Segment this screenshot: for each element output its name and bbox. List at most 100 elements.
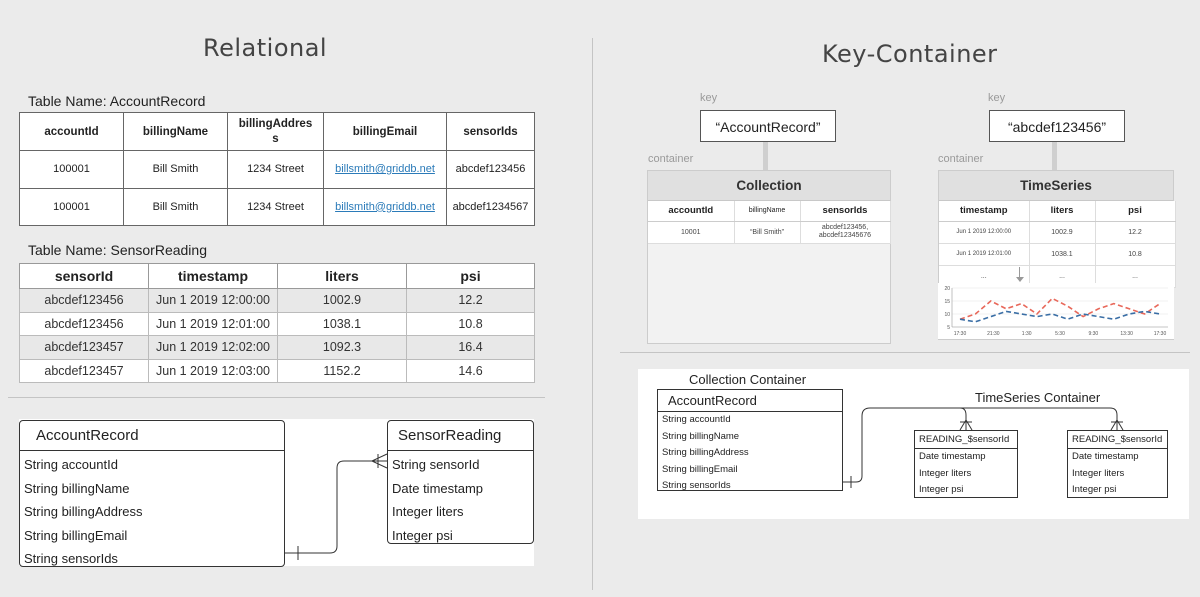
left-divider: [8, 397, 545, 398]
er-field: String accountId: [662, 414, 731, 425]
er-entity-title: AccountRecord: [20, 421, 284, 451]
er-field: String sensorId: [392, 457, 480, 472]
table-row: 10001 “Bill Smith” abcdef123456, abcdef1…: [648, 221, 891, 244]
timeseries-key-box: “abcdef123456”: [989, 110, 1125, 142]
container-label: container: [648, 153, 694, 165]
er-field: Date timestamp: [392, 480, 484, 496]
er-field: Integer liters: [392, 504, 464, 519]
table-row: 100001 Bill Smith 1234 Street billsmith@…: [19, 187, 535, 226]
table-cell: Bill Smith: [123, 150, 228, 189]
email-link[interactable]: billsmith@griddb.net: [335, 200, 435, 213]
table-header-row: accountId billingName sensorIds: [648, 201, 891, 222]
er-field: String billingName: [662, 430, 740, 442]
er-relationship-connector: [285, 453, 388, 560]
chart-x-tick-label: 1:30: [1022, 331, 1032, 337]
table-cell: billsmith@griddb.net: [323, 187, 447, 226]
table-cell: 10001: [648, 221, 735, 244]
column-header: sensorIds: [800, 201, 891, 222]
chart-series-line: [959, 310, 1161, 323]
er-field: String sensorIds: [662, 480, 731, 491]
chart-series-line: [959, 297, 1161, 320]
table-cell: abcdef123457: [19, 358, 149, 383]
table-cell: Jun 1 2019 12:00:00: [148, 288, 278, 313]
table-cell: 1234 Street: [227, 187, 324, 226]
chart-x-tick-label: 9:30: [1088, 331, 1098, 337]
chart-y-tick-label: 5: [947, 325, 950, 331]
er-entity-title: READING_$sensorId: [1068, 431, 1167, 449]
column-header: liters: [277, 263, 407, 289]
timeseries-table: timestamp liters psi Jun 1 2019 12:00:00…: [939, 201, 1176, 288]
column-header: sensorIds: [446, 112, 535, 151]
table-row: 100001 Bill Smith 1234 Street billsmith@…: [19, 150, 535, 189]
arrow-stem: [1019, 267, 1020, 281]
table-cell: 10.8: [406, 311, 535, 336]
timeseries-title: TimeSeries: [939, 171, 1173, 201]
key-label: key: [700, 92, 718, 104]
column-header: billingName: [123, 112, 228, 151]
chart-y-tick-label: 10: [944, 312, 950, 318]
table-row: abcdef123457 Jun 1 2019 12:02:00 1092.3 …: [19, 335, 535, 360]
table-row: abcdef123456 Jun 1 2019 12:01:00 1038.1 …: [19, 311, 535, 336]
table-cell: 1152.2: [277, 358, 407, 383]
table-cell: Jun 1 2019 12:02:00: [148, 335, 278, 360]
table-row: Jun 1 2019 12:01:00 1038.1 10.8: [939, 243, 1176, 266]
table-cell: Jun 1 2019 12:01:00: [939, 243, 1030, 266]
er-entity-title: READING_$sensorId: [915, 431, 1017, 449]
key-container-heading: Key-Container: [822, 40, 998, 68]
column-header: billingEmail: [323, 112, 447, 151]
column-header: billingName: [734, 201, 801, 222]
table-cell: abcdef123457: [19, 335, 149, 360]
table-row: Jun 1 2019 12:00:00 1002.9 12.2: [939, 221, 1176, 244]
chart-x-tick-label: 5:30: [1055, 331, 1065, 337]
sensor-table-name: Table Name: SensorReading: [28, 242, 207, 258]
collection-container-label: Collection Container: [689, 372, 807, 387]
er-field: String billingEmail: [662, 463, 738, 475]
chart-x-tick-label: 13:30: [1120, 331, 1133, 337]
er-entity-reading-1: READING_$sensorId Date timestamp Integer…: [914, 430, 1018, 498]
table-cell: 16.4: [406, 335, 535, 360]
table-cell: Jun 1 2019 12:00:00: [939, 221, 1030, 244]
er-field: Integer psi: [1072, 484, 1117, 495]
column-header: timestamp: [148, 263, 278, 289]
table-cell: abcdef123456: [19, 311, 149, 336]
er-field: Date timestamp: [919, 451, 986, 462]
column-header: psi: [406, 263, 535, 289]
er-field: String billingAddress: [662, 447, 749, 458]
chart-x-tick-label: 17:30: [1154, 331, 1167, 337]
er-field: Integer liters: [919, 467, 972, 479]
table-cell: 10.8: [1095, 243, 1176, 266]
email-link[interactable]: billsmith@griddb.net: [335, 163, 435, 176]
key-connector: [1052, 142, 1057, 170]
er-entity-sensor-reading: SensorReading String sensorId Date times…: [387, 420, 534, 544]
column-header: accountId: [19, 112, 124, 151]
table-cell: abcdef123456, abcdef12345676: [800, 221, 891, 244]
table-cell: Jun 1 2019 12:03:00: [148, 358, 278, 383]
column-header: psi: [1095, 201, 1176, 222]
table-cell: 12.2: [1095, 221, 1176, 244]
er-relationship-connector: [843, 407, 1124, 488]
er-field: String billingEmail: [24, 527, 128, 543]
table-cell: billsmith@griddb.net: [323, 150, 447, 189]
column-header: accountId: [648, 201, 735, 222]
right-divider: [620, 352, 1190, 353]
er-field: String accountId: [24, 457, 118, 472]
timeseries-container: TimeSeries timestamp liters psi Jun 1 20…: [938, 170, 1176, 340]
table-cell: Jun 1 2019 12:01:00: [148, 311, 278, 336]
collection-container: Collection accountId billingName sensorI…: [647, 170, 891, 344]
table-cell: Bill Smith: [123, 187, 228, 226]
er-entity-account-record: AccountRecord String accountId String bi…: [657, 389, 843, 491]
table-header-row: timestamp liters psi: [939, 201, 1176, 222]
table-cell: “Bill Smith”: [734, 221, 801, 244]
arrow-down-icon: [1016, 277, 1024, 282]
er-field: Date timestamp: [1072, 451, 1139, 462]
column-header: timestamp: [939, 201, 1030, 222]
er-field: String sensorIds: [24, 551, 118, 566]
table-cell: 12.2: [406, 288, 535, 313]
table-header-row: sensorId timestamp liters psi: [19, 263, 535, 289]
table-row: abcdef123457 Jun 1 2019 12:03:00 1152.2 …: [19, 358, 535, 383]
table-cell: 1038.1: [277, 311, 407, 336]
